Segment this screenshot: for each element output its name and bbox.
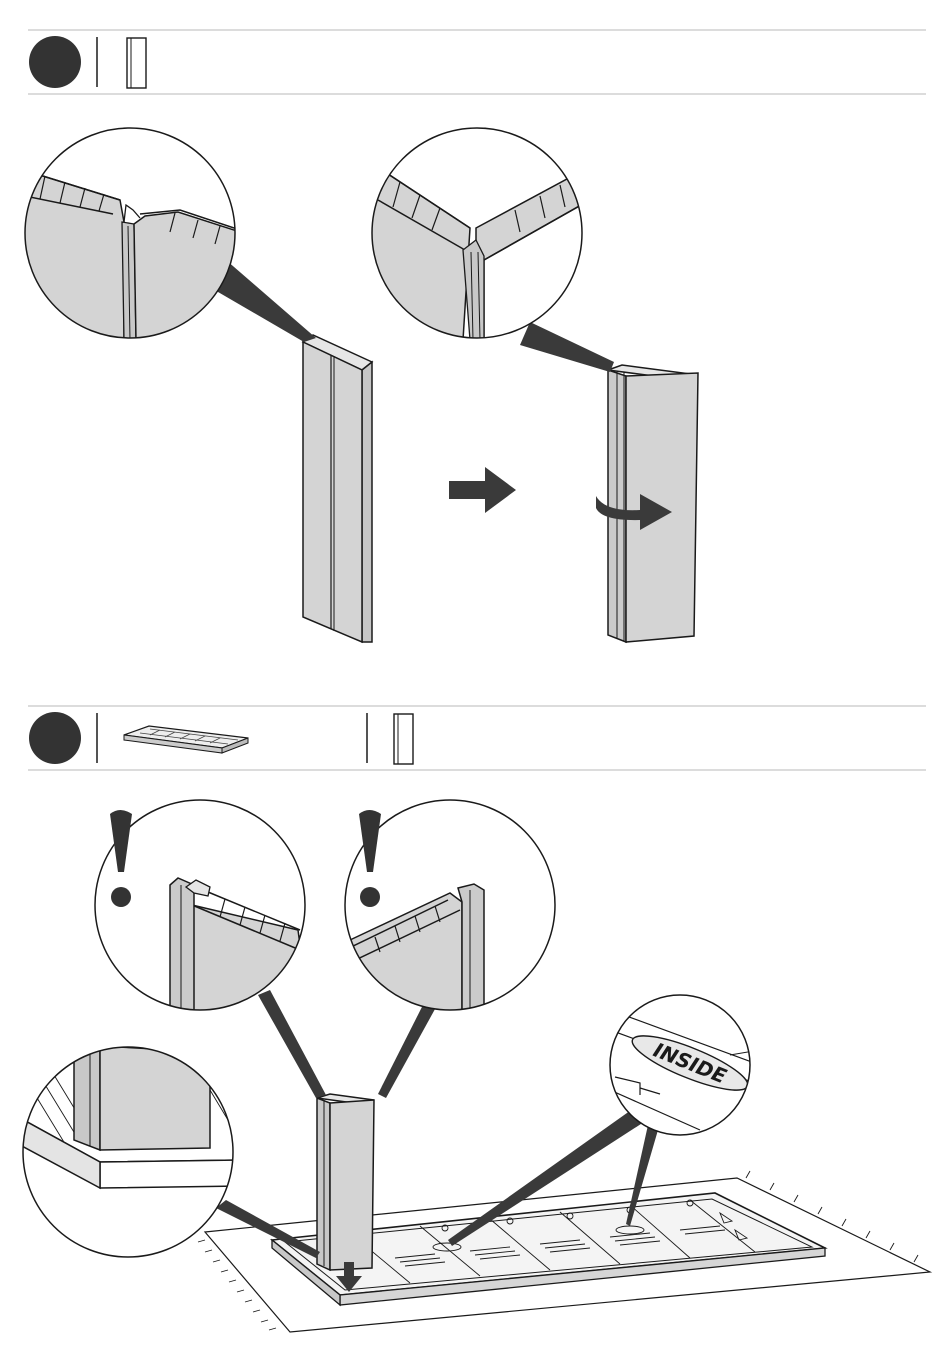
step-2-header bbox=[28, 706, 926, 770]
step-1-header bbox=[28, 30, 926, 94]
corner-panel-inserted bbox=[317, 1094, 374, 1292]
direction-arrow-right bbox=[449, 467, 516, 513]
panel-outline-icon bbox=[127, 38, 146, 88]
callout-pointer-b bbox=[520, 322, 614, 372]
callout-pointer-c bbox=[258, 990, 326, 1098]
step-number-badge bbox=[29, 36, 81, 88]
callout-corner-profile-b bbox=[368, 128, 590, 340]
callout-warning-profile-c bbox=[95, 800, 310, 1020]
panel-outline-icon bbox=[394, 714, 413, 764]
callout-warning-profile-d bbox=[345, 800, 555, 1020]
vertical-panel-left bbox=[303, 335, 372, 642]
corner-panel-right bbox=[596, 365, 698, 642]
callout-pointer-d bbox=[378, 995, 440, 1098]
step-number-badge bbox=[29, 712, 81, 764]
callout-panel-profile-a bbox=[20, 128, 240, 340]
floor-base-thumbnail bbox=[124, 726, 248, 753]
callout-base-seat-e bbox=[20, 1046, 240, 1257]
